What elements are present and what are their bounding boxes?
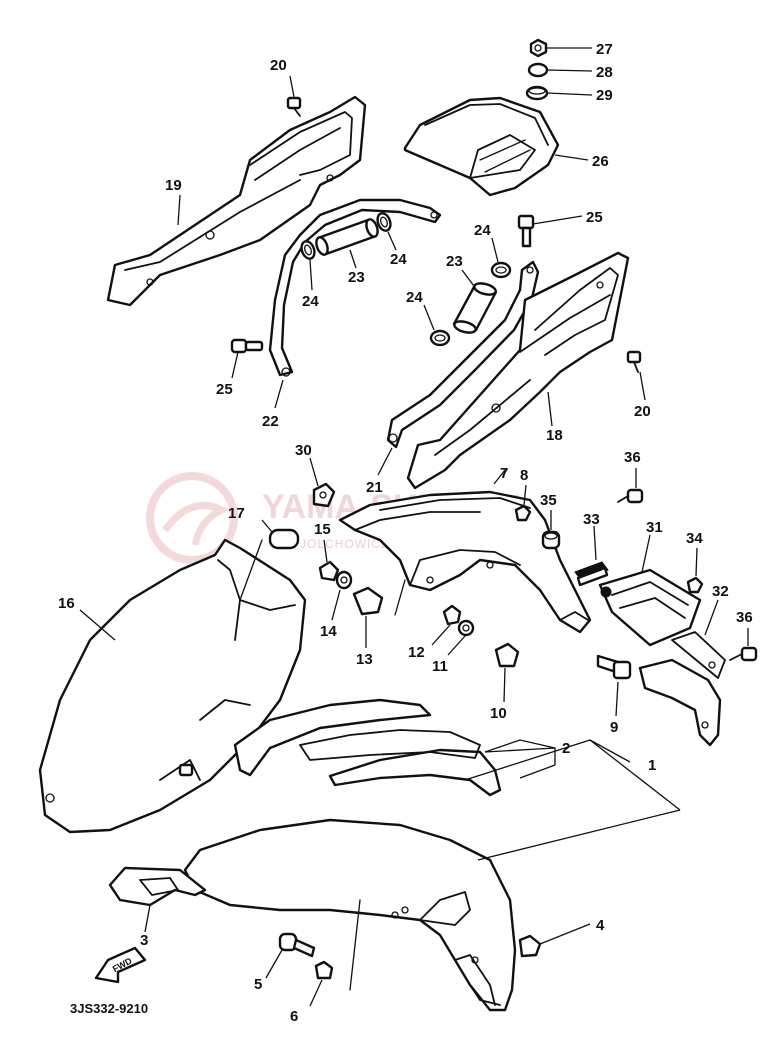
part-24-grommet-a bbox=[300, 240, 316, 291]
callout-23-upper: 23 bbox=[348, 269, 365, 286]
callout-24-b: 24 bbox=[390, 251, 407, 268]
callout-23-lower: 23 bbox=[446, 253, 463, 270]
callout-6: 6 bbox=[290, 1008, 298, 1025]
callout-10: 10 bbox=[490, 705, 507, 722]
part-25-bolt-left bbox=[230, 338, 264, 379]
part-8-nut bbox=[514, 484, 532, 522]
part-24-grommet-c bbox=[490, 237, 512, 279]
part-30-clip bbox=[309, 457, 336, 508]
part-19-side-cover-left bbox=[106, 95, 367, 307]
callout-24-c: 24 bbox=[302, 293, 319, 310]
callout-35: 35 bbox=[540, 492, 557, 509]
part-23-collar-lower bbox=[452, 269, 498, 334]
callout-2: 2 bbox=[562, 740, 570, 757]
callout-1: 1 bbox=[648, 757, 656, 774]
callout-4: 4 bbox=[596, 917, 605, 934]
part-1-front-fender bbox=[183, 739, 681, 1012]
part-34-nut bbox=[686, 547, 704, 594]
part-7-rear-fender bbox=[338, 469, 592, 634]
callout-36-top: 36 bbox=[624, 449, 641, 466]
part-2-emblem bbox=[233, 698, 556, 797]
callout-29: 29 bbox=[596, 87, 613, 104]
part-26-battery-cover bbox=[403, 96, 589, 197]
part-28-washer bbox=[527, 62, 593, 78]
callout-28: 28 bbox=[596, 64, 613, 81]
part-23-collar-upper bbox=[315, 218, 379, 269]
watermark-logo-swoosh bbox=[162, 502, 231, 546]
part-9-bolt bbox=[596, 654, 632, 717]
callout-21: 21 bbox=[366, 479, 383, 496]
callout-16: 16 bbox=[58, 595, 75, 612]
callout-30: 30 bbox=[295, 442, 312, 459]
callout-31: 31 bbox=[646, 519, 663, 536]
part-20-bolt-right bbox=[626, 350, 646, 401]
part-10-collar bbox=[494, 642, 520, 703]
callout-17: 17 bbox=[228, 505, 245, 522]
callout-8: 8 bbox=[520, 467, 528, 484]
part-5-bolt bbox=[265, 932, 316, 979]
callout-20-right: 20 bbox=[634, 403, 651, 420]
callout-9: 9 bbox=[610, 719, 618, 736]
callout-27: 27 bbox=[596, 41, 613, 58]
callout-25-right: 25 bbox=[586, 209, 603, 226]
part-3-bracket bbox=[108, 866, 207, 933]
callout-11: 11 bbox=[432, 658, 448, 675]
callout-33: 33 bbox=[583, 511, 600, 528]
callout-7: 7 bbox=[500, 465, 508, 482]
callout-36-right: 36 bbox=[736, 609, 753, 626]
forward-arrow-icon: FWD bbox=[94, 946, 147, 984]
part-17-damper bbox=[261, 519, 300, 550]
part-18-side-cover-right bbox=[406, 251, 630, 490]
part-25-bolt-right bbox=[517, 214, 583, 248]
part-14-washer bbox=[331, 570, 353, 621]
diagram-code: 3JS332-9210 bbox=[70, 1001, 148, 1016]
part-35-damper bbox=[541, 510, 561, 550]
callout-19: 19 bbox=[165, 177, 182, 194]
callout-24-d: 24 bbox=[406, 289, 423, 306]
part-20-bolt-top bbox=[286, 75, 302, 117]
callout-3: 3 bbox=[140, 932, 148, 949]
part-6-collar bbox=[309, 960, 334, 1007]
part-36-bolt-right bbox=[729, 628, 758, 662]
callout-20-top: 20 bbox=[270, 57, 287, 74]
part-27-nut bbox=[529, 38, 592, 58]
part-33-pad bbox=[574, 525, 609, 587]
callout-25-left: 25 bbox=[216, 381, 233, 398]
callout-26: 26 bbox=[592, 153, 609, 170]
callout-18: 18 bbox=[546, 427, 563, 444]
part-21-bracket-right bbox=[377, 260, 540, 476]
part-36-bolt-top bbox=[617, 468, 644, 504]
callout-12: 12 bbox=[408, 644, 425, 661]
callout-14: 14 bbox=[320, 623, 337, 640]
callout-13: 13 bbox=[356, 651, 373, 668]
part-13-collar bbox=[352, 586, 384, 648]
part-12-nut bbox=[431, 604, 462, 646]
part-15-nut bbox=[318, 539, 340, 582]
callout-34: 34 bbox=[686, 530, 703, 547]
part-32-plate bbox=[638, 599, 726, 747]
part-31-bracket bbox=[598, 534, 702, 647]
callout-32: 32 bbox=[712, 583, 729, 600]
part-24-grommet-d bbox=[423, 304, 451, 347]
part-22-bracket-left bbox=[268, 198, 442, 409]
callout-15: 15 bbox=[314, 521, 331, 538]
watermark-logo bbox=[146, 472, 238, 564]
callout-5: 5 bbox=[254, 976, 262, 993]
part-24-grommet-b bbox=[376, 212, 397, 251]
callout-24-a: 24 bbox=[474, 222, 491, 239]
part-16-inner-fender bbox=[38, 538, 307, 834]
callout-22: 22 bbox=[262, 413, 279, 430]
part-4-grommet bbox=[518, 923, 591, 958]
part-11-washer bbox=[447, 619, 475, 656]
callout-labels: 27 28 29 26 20 19 25 24 24 23 23 24 24 2… bbox=[58, 41, 753, 1025]
part-29-damper bbox=[525, 85, 593, 101]
